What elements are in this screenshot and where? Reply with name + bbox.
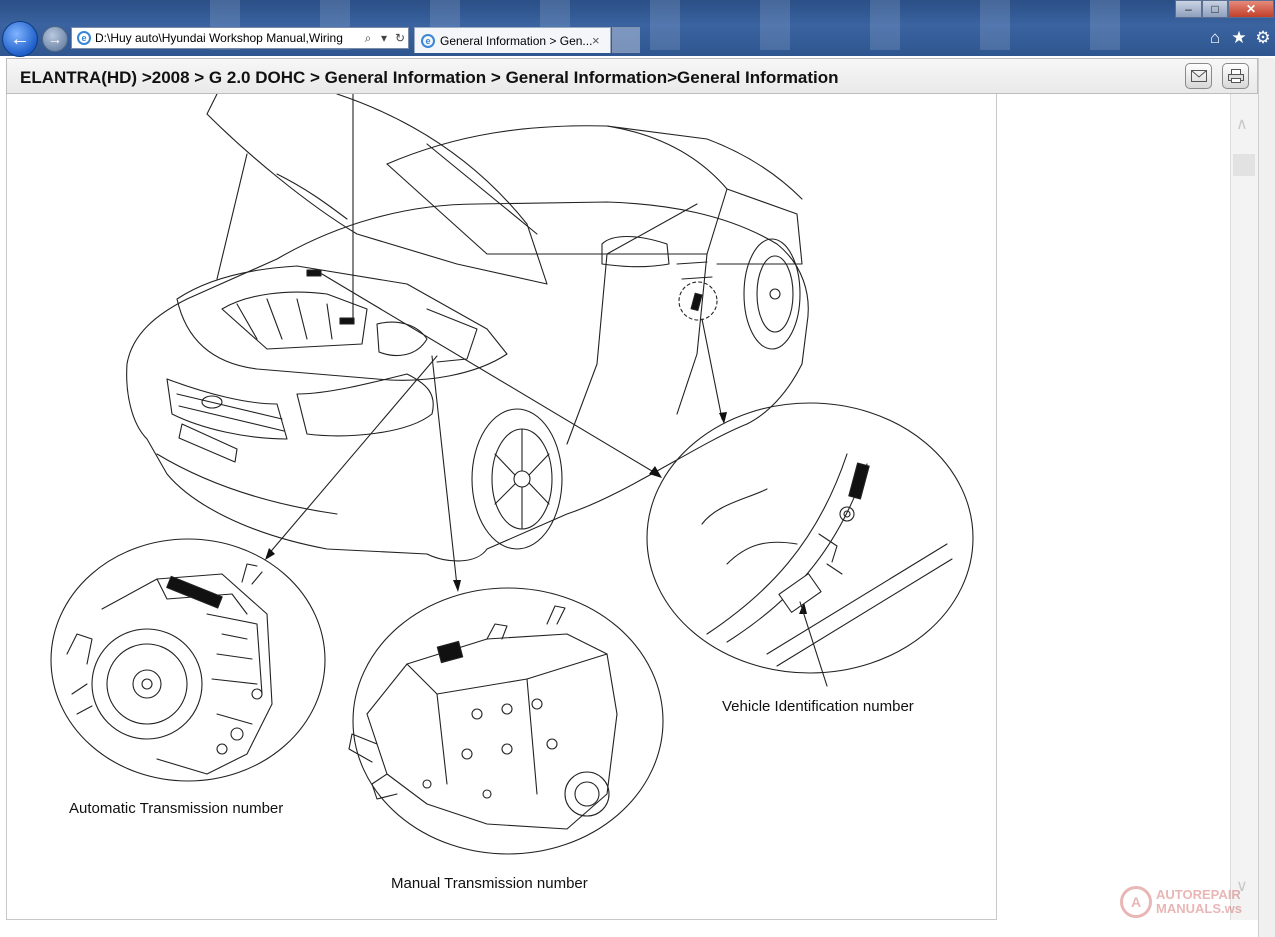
right-blank-panel [997, 94, 1230, 920]
watermark-logo: A AUTOREPAIR MANUALS.ws [1120, 886, 1242, 918]
close-window-button[interactable]: ✕ [1228, 0, 1274, 18]
scroll-up-icon[interactable]: ∧ [1236, 116, 1248, 133]
back-arrow-icon: ← [10, 27, 30, 50]
automatic-transmission-label: Automatic Transmission number [69, 800, 284, 817]
email-icon [1190, 70, 1207, 82]
car-illustration [126, 94, 809, 587]
favorites-star-icon[interactable]: ★ [1231, 28, 1247, 47]
scroll-thumb[interactable] [1233, 154, 1255, 176]
maximize-button[interactable]: □ [1202, 0, 1228, 18]
settings-gear-icon[interactable]: ⚙ [1255, 28, 1271, 47]
address-bar[interactable]: e D:\Huy auto\Hyundai Workshop Manual,Wi… [71, 27, 409, 49]
email-button[interactable] [1185, 63, 1212, 89]
manual-transmission-circle [348, 587, 664, 855]
watermark-text: AUTOREPAIR MANUALS.ws [1156, 887, 1242, 916]
tab-general-information[interactable]: e General Information > Gen... × [414, 27, 611, 53]
vin-detail-circle [646, 402, 974, 687]
vin-label: Vehicle Identification number [722, 698, 914, 715]
dropdown-icon[interactable]: ▾ [380, 31, 388, 45]
content-frame: Vehicle Identification number Automatic … [6, 94, 997, 920]
leader-arrowheads [265, 412, 807, 614]
new-tab-button[interactable] [612, 27, 640, 53]
refresh-icon[interactable]: ↻ [394, 31, 406, 45]
forward-arrow-icon: → [48, 31, 62, 47]
ie-icon: e [77, 31, 91, 45]
tab-close-icon[interactable]: × [592, 33, 600, 48]
minimize-button[interactable]: – [1175, 0, 1202, 18]
home-icon[interactable]: ⌂ [1209, 28, 1221, 47]
scroll-down-icon[interactable]: ∨ [1236, 878, 1248, 895]
back-button[interactable]: ← [2, 21, 38, 57]
window-scrollbar[interactable] [1258, 58, 1275, 937]
print-button[interactable] [1222, 63, 1249, 89]
content-scrollbar[interactable]: ∧ ∨ [1230, 94, 1258, 920]
watermark-icon: A [1120, 886, 1152, 918]
address-url[interactable]: D:\Huy auto\Hyundai Workshop Manual,Wiri… [95, 31, 343, 45]
manual-transmission-label: Manual Transmission number [391, 875, 588, 892]
automatic-transmission-circle [50, 538, 326, 782]
search-icon[interactable]: ⌕ [364, 30, 372, 45]
forward-button[interactable]: → [42, 26, 68, 52]
print-icon [1227, 69, 1244, 83]
breadcrumb: ELANTRA(HD) >2008 > G 2.0 DOHC > General… [20, 68, 839, 87]
tab-title: General Information > Gen... [440, 33, 592, 48]
ie-icon: e [421, 33, 435, 48]
page-header: ELANTRA(HD) >2008 > G 2.0 DOHC > General… [6, 58, 1258, 94]
browser-toolbar: ← → e D:\Huy auto\Hyundai Workshop Manua… [0, 0, 1275, 57]
vehicle-number-locations-diagram [50, 94, 974, 855]
